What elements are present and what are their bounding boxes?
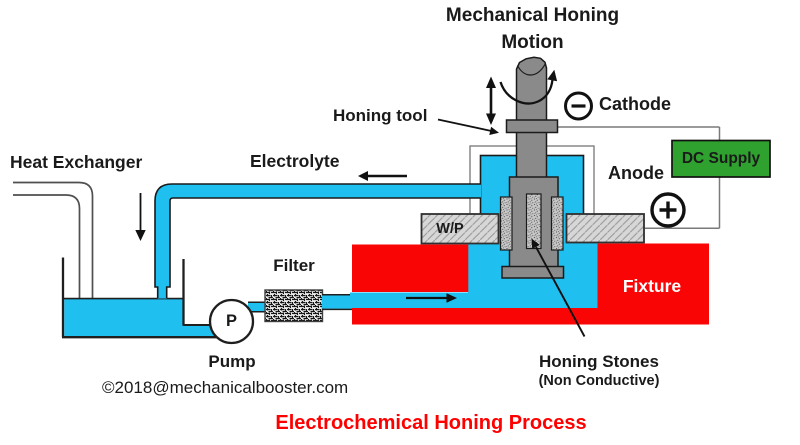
arrows <box>135 69 586 337</box>
filter-box <box>264 289 324 323</box>
label-mechanical-honing-motion-line1: Mechanical Honing <box>445 5 620 26</box>
honing-tool <box>499 56 565 279</box>
label-honing-stones-line1: Honing Stones <box>539 352 659 371</box>
anode-polarity-icon <box>650 192 686 228</box>
honing-tool-flange <box>501 265 565 279</box>
tank-liquid <box>64 299 215 336</box>
workpiece-left <box>420 213 500 245</box>
pipe-filter-fixture <box>322 293 353 311</box>
rotation-arrow <box>499 69 558 105</box>
tank <box>61 257 220 339</box>
watermark: ©2018@mechanicalbooster.com <box>102 378 349 397</box>
label-cathode: Cathode <box>599 94 671 114</box>
label-filter: Filter <box>273 256 315 275</box>
honing-tool-collar <box>505 119 559 134</box>
fixture-base <box>352 308 709 325</box>
electrolyte-channel <box>350 292 470 308</box>
stones-pointer-line <box>531 238 586 337</box>
honing-tool-pointer-arrow <box>437 118 499 135</box>
fixture-right-block <box>597 243 709 309</box>
honing-stone-right <box>550 196 564 251</box>
label-heat-exchanger: Heat Exchanger <box>10 152 143 172</box>
pipe-flow-arrow <box>406 293 457 303</box>
label-pump: Pump <box>208 352 256 371</box>
coolant-down-arrow <box>135 193 146 241</box>
electrolyte-flow-arrow <box>358 171 407 181</box>
label-honing-stones-line2: (Non Conductive) <box>538 373 660 389</box>
honing-stone-center <box>525 193 542 250</box>
label-honing-tool: Honing tool <box>333 106 428 125</box>
cathode-polarity-icon <box>564 91 593 121</box>
dc-supply-box <box>671 139 771 178</box>
fixture-blocks <box>352 243 709 325</box>
reciprocation-arrow <box>486 76 496 125</box>
honing-stone-left <box>499 196 513 251</box>
fixture-left-block <box>352 244 469 292</box>
pump-circle <box>208 298 255 345</box>
label-workpiece: W/P <box>436 221 464 237</box>
electrolyte-return-pipe <box>154 183 481 299</box>
label-dc-supply: DC Supply <box>681 150 761 167</box>
label-anode: Anode <box>608 163 664 183</box>
label-mechanical-honing-motion-line2: Motion <box>501 32 564 53</box>
label-pump-symbol: P <box>225 312 237 330</box>
diagram-caption: Electrochemical Honing Process <box>275 412 587 434</box>
heat-exchanger-pipe <box>13 181 94 320</box>
workpiece-right <box>565 213 645 244</box>
label-electrolyte: Electrolyte <box>250 151 340 171</box>
label-fixture: Fixture <box>622 276 682 296</box>
